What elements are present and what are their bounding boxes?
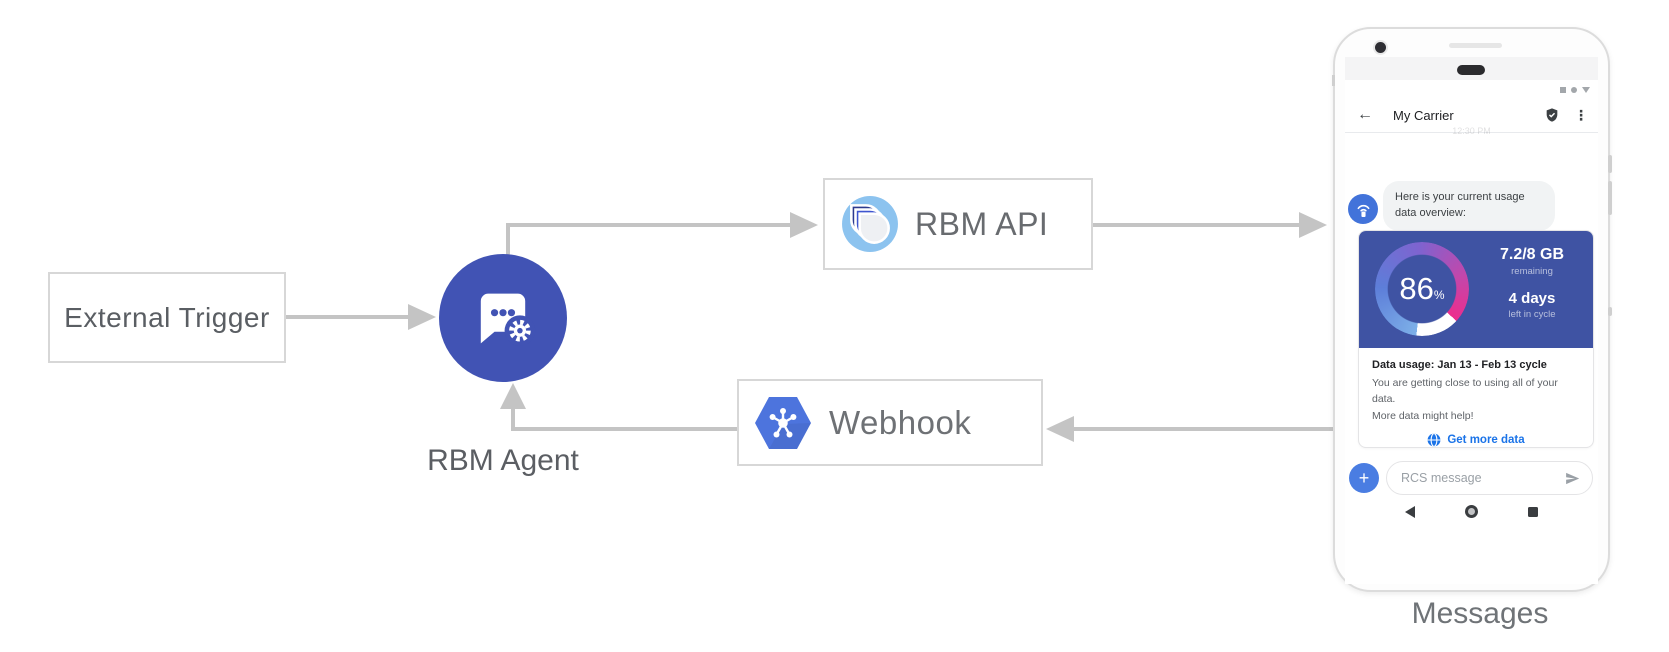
gauge-ring [1375,242,1469,336]
get-more-data-button[interactable]: Get more data [1372,433,1580,447]
verified-shield-icon [1546,108,1558,122]
nav-back-icon[interactable] [1405,505,1415,518]
chat-timestamp: 12:30 PM [1452,126,1491,136]
usage-card-body: Data usage: Jan 13 - Feb 13 cycle You ar… [1359,348,1593,447]
webhook-hexagon-icon [755,396,811,449]
usage-gauge: 86 % [1375,242,1469,336]
agent-avatar [1348,194,1378,224]
webhook-box: Webhook [737,379,1043,466]
nav-recents-icon[interactable] [1528,506,1538,517]
messages-caption: Messages [1411,597,1549,630]
nav-home-icon[interactable] [1465,505,1478,518]
status-square-icon [1560,87,1566,93]
arrow-webhook-to-agent-line [513,427,737,431]
usage-rich-card: 86 % 7.2/8 GB remaining 4 days left in c… [1358,230,1594,448]
remaining-label: remaining [1511,266,1553,277]
external-trigger-label: External Trigger [64,301,270,333]
speaker-slot [1449,43,1502,48]
arrow-webhook-to-agent-vertical [511,407,515,431]
arrow-agent-to-api-line [506,223,790,227]
arrow-phone-to-webhook-line [1074,427,1333,431]
gauge-percent: 86 [1399,271,1434,306]
overflow-menu-icon[interactable]: ⋮ [1574,106,1588,123]
status-bar [1560,87,1590,93]
rbm-api-label: RBM API [915,205,1049,242]
gauge-percent-symbol: % [1433,288,1445,302]
remaining-value: 7.2/8 GB [1499,246,1565,263]
usage-card-title: Data usage: Jan 13 - Feb 13 cycle [1372,359,1547,371]
sim-tray-mark [1332,75,1335,86]
front-camera [1375,42,1386,53]
arrow-webhook-to-agent-head [500,383,526,409]
top-strip [1345,57,1598,80]
android-nav-bar [1345,505,1598,518]
rbm-api-logo-icon [842,196,898,252]
arrow-agent-to-api-vertical [506,225,510,256]
phone-mockup: ← My Carrier ⋮ 12:30 PM [1332,27,1612,592]
usage-card-text-line1: You are getting close to using all of yo… [1372,377,1558,406]
add-attachment-button[interactable]: + [1349,463,1379,493]
send-icon[interactable] [1564,470,1581,487]
webhook-label: Webhook [829,403,972,441]
rbm-api-box: RBM API [823,178,1093,270]
external-trigger-box: External Trigger [48,272,286,363]
cycle-label: left in cycle [1508,309,1556,320]
cycle-value: 4 days [1508,290,1556,307]
phone-screen: ← My Carrier ⋮ 12:30 PM [1345,80,1598,584]
globe-icon [1427,433,1441,447]
arrow-phone-to-webhook-head [1046,416,1074,442]
rbm-agent-label: RBM Agent [427,444,579,477]
back-arrow-icon[interactable]: ← [1357,106,1373,123]
earpiece [1457,65,1485,75]
usage-card-text-line2: More data might help! [1372,409,1474,422]
rcs-message-input[interactable] [1386,461,1593,495]
power-button [1608,155,1612,173]
volume-button [1608,181,1612,215]
arrow-trigger-to-agent-head [408,304,436,330]
status-triangle-icon [1582,87,1590,93]
rbm-agent-node [439,254,567,382]
arrow-api-to-phone-head [1299,212,1327,238]
arrow-trigger-to-agent-line [286,315,408,319]
chat-bubble: Here is your current usage data overview… [1383,181,1555,231]
arrow-agent-to-api-head [790,212,818,238]
arrow-api-to-phone-line [1093,223,1299,227]
usage-card-header: 86 % 7.2/8 GB remaining 4 days left in c… [1359,231,1593,348]
app-header: ← My Carrier ⋮ [1345,98,1598,133]
get-more-data-label: Get more data [1447,433,1525,446]
side-notch [1608,307,1612,316]
conversation-title: My Carrier [1393,107,1454,123]
chat-gear-icon [480,293,536,347]
hotspot-icon [1357,204,1369,217]
status-circle-icon [1571,87,1577,93]
